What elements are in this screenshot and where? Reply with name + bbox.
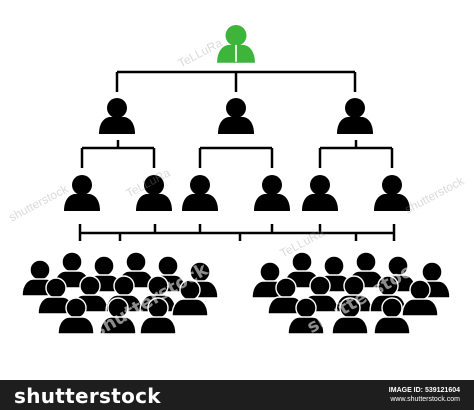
staff-person-icon	[182, 175, 218, 211]
image-id-label: IMAGE ID: 539121604	[388, 387, 460, 394]
manager-person-icon	[99, 98, 135, 134]
manager-person-icon	[218, 98, 254, 134]
staff-person-icon	[64, 175, 100, 211]
left-crowd-icon	[21, 251, 219, 335]
staff-person-icon	[136, 175, 172, 211]
stock-footer-bar: shutterstock IMAGE ID: 539121604 www.shu…	[0, 380, 474, 410]
staff-person-icon	[302, 175, 338, 211]
site-url: www.shutterstock.com	[390, 396, 460, 403]
staff-person-icon	[374, 175, 410, 211]
brand-logo: shutterstock	[14, 384, 161, 408]
leader-person-icon	[217, 25, 255, 63]
manager-person-icon	[337, 98, 373, 134]
org-chart-diagram	[21, 25, 451, 335]
staff-person-icon	[254, 175, 290, 211]
connector-lines	[78, 70, 396, 241]
image-id-info: IMAGE ID: 539121604 www.shutterstock.com	[389, 386, 460, 404]
right-crowd-icon	[251, 251, 451, 335]
